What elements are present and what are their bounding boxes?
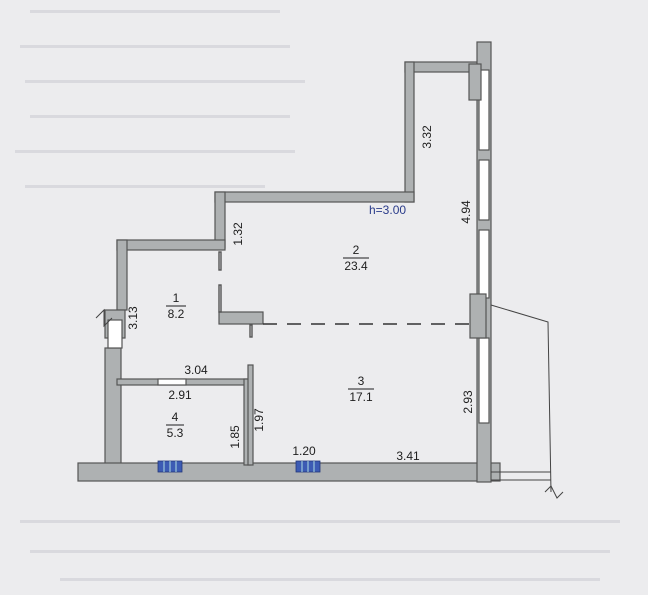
window-bottom [478, 337, 490, 424]
room-area: 17.1 [349, 390, 373, 404]
room-3-label: 3 17.1 [348, 374, 374, 404]
room-number: 4 [172, 410, 179, 424]
dim-step-wall: 1.32 [231, 222, 245, 246]
dim-room4-right: 1.85 [228, 425, 242, 449]
room-2-label: 2 23.4 [343, 243, 369, 273]
window-pier-top [468, 63, 482, 101]
room-area: 8.2 [168, 307, 185, 321]
dim-bottom-wall: 3.41 [396, 449, 420, 463]
ceiling-height-label: h=3.00 [369, 203, 406, 217]
faint-background-lines [15, 10, 620, 581]
right-windows [468, 63, 490, 424]
room-1-label: 1 8.2 [166, 291, 186, 321]
room-4-label: 4 5.3 [166, 410, 184, 440]
room4-door-opening [157, 378, 187, 386]
dim-room4-top: 2.91 [168, 388, 192, 402]
window-middle [478, 159, 490, 221]
room-area: 23.4 [344, 259, 368, 273]
dim-room1-bottom: 3.04 [184, 363, 208, 377]
dim-right-upper: 4.94 [459, 200, 473, 224]
dim-right-lower: 2.93 [461, 390, 475, 414]
window-lower [478, 229, 490, 299]
interior-partitions [116, 251, 264, 466]
dim-room1-left: 3.13 [126, 306, 140, 330]
room-number: 3 [358, 374, 365, 388]
room-number: 1 [173, 291, 180, 305]
dim-window-bottom: 1.20 [292, 444, 316, 458]
radiator-right [295, 460, 321, 473]
room-area: 5.3 [167, 426, 184, 440]
dim-top-right-wall: 3.32 [420, 125, 434, 149]
dimension-labels: 3.32 4.94 2.93 1.32 3.13 3.04 2.91 1.85 … [126, 125, 475, 463]
window-pier-mid [469, 293, 487, 339]
window-upper [478, 69, 490, 151]
left-window [107, 319, 123, 349]
radiator-left [157, 460, 183, 473]
dim-partition: 1.97 [252, 408, 266, 432]
balcony-outline [95, 304, 564, 499]
room-number: 2 [353, 243, 360, 257]
